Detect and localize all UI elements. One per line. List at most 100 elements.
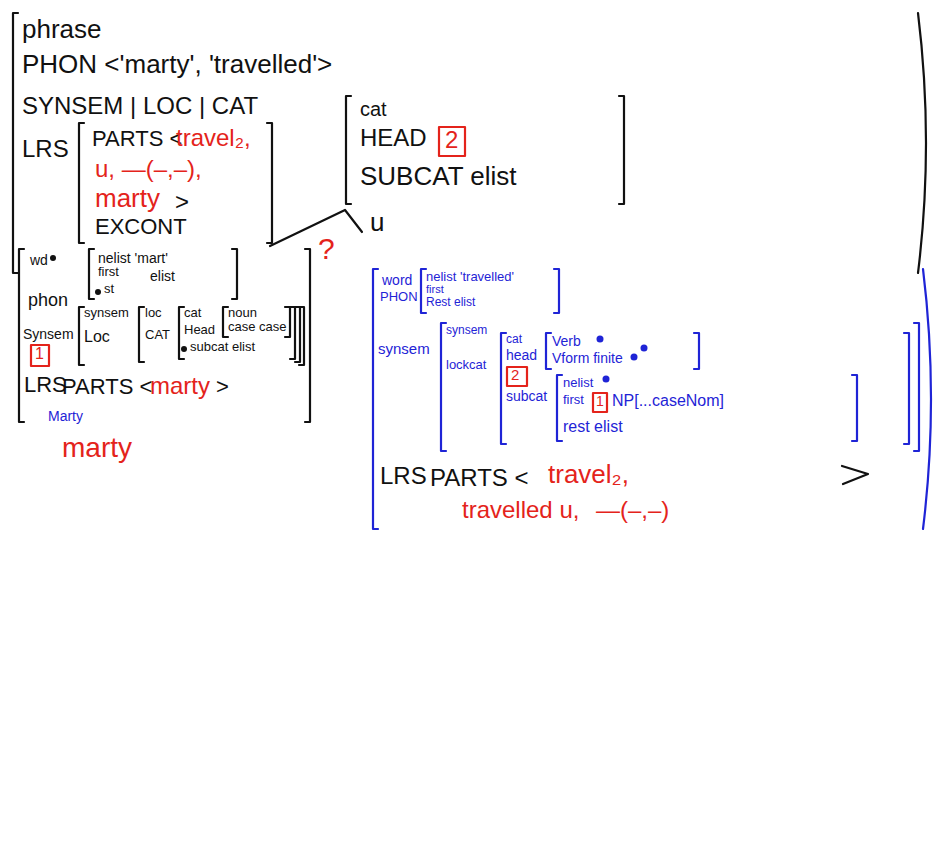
feature-text: elist (150, 268, 175, 284)
dot-mark (641, 345, 648, 352)
tag-number: 2 (511, 366, 519, 383)
feature-text: ? (318, 232, 335, 267)
tag-number: 1 (35, 345, 44, 363)
feature-structure: nelist 'mart'firstelistst (88, 248, 238, 300)
feature-text: cat (184, 306, 201, 321)
feature-structure: catHEADSUBCAT elist2 (345, 95, 625, 205)
feature-text: st (104, 282, 114, 297)
feature-structure: synsemLoclocCATcatHeadsubcat elistnounca… (78, 306, 305, 366)
bracket-line (346, 96, 624, 204)
feature-text: Synsem (23, 326, 74, 342)
bracket-line (19, 249, 310, 422)
feature-text: SYNSEM | LOC | CAT (22, 92, 258, 120)
feature-structure: nouncase case (222, 306, 291, 338)
feature-text: u, ―(–,–), (95, 155, 202, 183)
bracket-line (13, 13, 926, 273)
dot-mark (603, 376, 610, 383)
dot-mark (181, 346, 187, 352)
feature-text: nelist (563, 376, 593, 391)
feature-text: cat (360, 98, 387, 121)
feature-text: travel₂, (548, 460, 629, 490)
feature-structure: synsemlockcatcatheadsubcat2VerbVform fin… (440, 322, 920, 452)
bracket-line (507, 367, 527, 386)
feature-text: EXCONT (95, 214, 187, 239)
bracket-line (439, 127, 465, 156)
bracket-line (179, 307, 295, 359)
feature-text: Verb (552, 333, 581, 349)
bracket-line (593, 393, 607, 412)
tag-box: 2 (438, 126, 466, 157)
dot-mark (50, 255, 56, 261)
feature-structure: VerbVform finite (545, 332, 700, 370)
link-line (270, 210, 362, 246)
feature-text: Loc (84, 328, 110, 346)
feature-text: PARTS < (92, 126, 182, 151)
bracket-line (441, 323, 919, 451)
bracket-line (139, 307, 300, 362)
feature-text: NP[...caseNom] (612, 392, 724, 410)
feature-text: word (382, 272, 412, 288)
feature-text: nelist 'travelled' (426, 270, 514, 285)
feature-structure: nelist 'travelled'firstRest elist (420, 268, 560, 314)
tag-number: 2 (445, 126, 458, 154)
note-text: marty (62, 432, 132, 464)
feature-text: PHON (380, 290, 418, 305)
list-close-mark (842, 466, 868, 484)
feature-text: phrase (22, 15, 102, 45)
feature-text: subcat (506, 388, 547, 404)
feature-text: PHON <'marty', 'travelled'> (22, 50, 332, 80)
tag-box: 1 (30, 344, 50, 367)
bracket-line (31, 345, 49, 366)
feature-text: travel₂, (176, 124, 251, 152)
feature-text: synsem (446, 324, 487, 338)
bracket-line (373, 269, 931, 529)
bracket-line (89, 249, 237, 299)
feature-text: travelled u, (462, 496, 579, 524)
bracket-line (501, 333, 909, 444)
feature-text: loc (145, 306, 162, 321)
feature-text: ―(–,–) (596, 496, 669, 524)
bracket-line (421, 269, 559, 313)
feature-text: PARTS < (62, 374, 152, 399)
feature-text: first (98, 265, 119, 280)
feature-structure: wdphonSynsemLRSPARTS <marty>1nelist 'mar… (18, 248, 311, 423)
bracket-line (557, 375, 857, 441)
feature-text: marty (150, 372, 210, 400)
feature-text: > (216, 374, 229, 399)
dot-mark (95, 289, 101, 295)
feature-text: noun (228, 306, 257, 321)
feature-text: first (563, 393, 584, 408)
bracket-line (79, 123, 272, 243)
feature-text: case case (228, 320, 287, 335)
feature-text: phon (28, 290, 68, 311)
feature-structure: PARTS <travel₂, u, ―(–,–),marty >EXCONT (78, 122, 273, 244)
feature-structure: locCAT catHead subcat elist nouncase case (138, 306, 301, 363)
feature-text: Head (184, 323, 215, 338)
feature-structure: phrasePHON <'marty', 'travelled'> SYNSEM … (12, 12, 932, 274)
feature-text: HEAD (360, 124, 427, 152)
feature-text: marty (95, 184, 160, 214)
bracket-line (546, 333, 699, 369)
feature-text: Vform finite (552, 350, 623, 366)
feature-text: CAT (145, 328, 170, 343)
feature-text: LRS (380, 462, 427, 490)
bracket-line (79, 307, 304, 365)
note-text: Marty (48, 408, 83, 424)
tag-number: 1 (596, 393, 604, 409)
feature-text: wd (30, 252, 48, 268)
feature-structure: catheadsubcat2VerbVform finitenelistfirs… (500, 332, 910, 445)
feature-text: cat (506, 333, 522, 347)
feature-text: Rest elist (426, 296, 475, 310)
feature-text: > (175, 188, 189, 216)
dot-mark (631, 354, 638, 361)
feature-structure: catHead subcat elist nouncase case (178, 306, 296, 360)
feature-text: PARTS < (430, 464, 528, 492)
dot-mark (597, 336, 604, 343)
feature-structure: nelistfirstNP[...caseNom]rest elist1 (556, 374, 858, 442)
tag-box: 1 (592, 392, 608, 413)
feature-text: LRS (24, 372, 67, 397)
feature-structure: wordPHON synsemLRSPARTS < travel₂, travelle… (372, 268, 937, 530)
feature-text: LRS (22, 135, 69, 163)
tag-box: 2 (506, 366, 528, 387)
feature-text: subcat elist (190, 340, 255, 355)
